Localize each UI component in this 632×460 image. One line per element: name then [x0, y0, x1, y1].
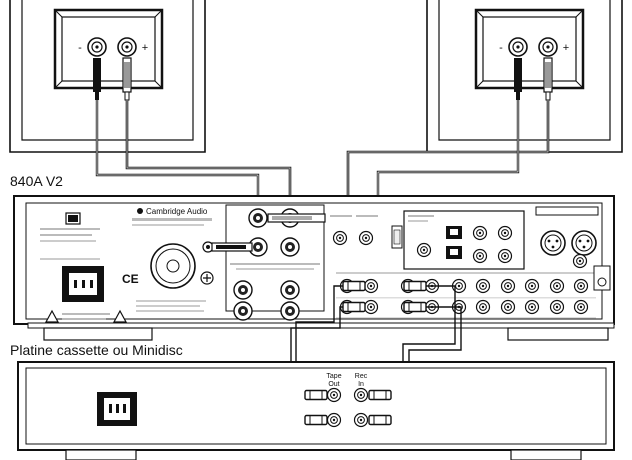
deck-rec-in-jack-bottom[interactable]	[353, 412, 369, 428]
xlr-jack-icon[interactable]	[540, 230, 566, 256]
warning-triangle-icon	[44, 300, 206, 323]
ethernet-port-2[interactable]	[446, 246, 462, 259]
right-speaker-binding-post-negative[interactable]	[508, 37, 528, 57]
rca-jack-icon[interactable]	[572, 253, 588, 269]
right-speaker-binding-post-positive[interactable]	[538, 37, 558, 57]
deck-plug-in-top	[368, 389, 392, 401]
amp-speaker-plug-left	[211, 242, 253, 252]
right-speaker-terminal-plate	[474, 8, 585, 90]
tape-out-label-text-2: Out	[328, 381, 339, 388]
left-speaker-binding-post-positive[interactable]	[117, 37, 137, 57]
amp-tape-plug-4	[403, 301, 427, 313]
left-speaker-terminal-plate	[53, 8, 164, 90]
ce-mark: CE	[122, 272, 139, 286]
deck-rec-in-jack-top[interactable]	[353, 387, 369, 403]
amp-tape-plug-2	[342, 301, 366, 313]
amp-b-post-1[interactable]	[233, 280, 253, 300]
rs232-port[interactable]	[391, 225, 403, 249]
rca-jack-icon[interactable]	[500, 299, 516, 315]
rca-jack-icon[interactable]	[549, 299, 565, 315]
control-jack-2[interactable]	[497, 225, 513, 241]
deck-tape-out-jack-top[interactable]	[326, 387, 342, 403]
xlr-input-panel	[535, 206, 599, 256]
rca-jack-icon[interactable]	[524, 299, 540, 315]
left-speaker-plug-black	[93, 58, 101, 100]
amplifier-model-label: 840A V2	[10, 173, 63, 189]
left-speaker-plus-mark: +	[142, 42, 148, 54]
left-speaker-binding-post-negative[interactable]	[87, 37, 107, 57]
control-jack-1[interactable]	[472, 225, 488, 241]
right-speaker-minus-mark: -	[499, 42, 503, 54]
control-jack-5[interactable]	[416, 242, 432, 258]
rca-jack-icon[interactable]	[475, 278, 491, 294]
rca-jack-icon[interactable]	[500, 278, 516, 294]
control-jack-4[interactable]	[497, 248, 513, 264]
rca-input-bank	[336, 253, 611, 319]
amp-right-post-positive[interactable]	[248, 208, 268, 228]
deck-iec-power-inlet-icon[interactable]	[97, 392, 137, 426]
rca-jack-icon[interactable]	[363, 299, 379, 315]
preamp-out-jack-2[interactable]	[358, 230, 374, 246]
ground-terminal[interactable]	[593, 265, 611, 291]
right-speaker-plug-grey	[543, 57, 553, 101]
amp-b-post-2[interactable]	[280, 280, 300, 300]
amp-left-post-negative[interactable]	[280, 237, 300, 257]
control-jack-3[interactable]	[472, 248, 488, 264]
right-speaker-plus-mark: +	[563, 42, 569, 54]
rca-jack-icon[interactable]	[549, 278, 565, 294]
iec-power-inlet-icon[interactable]	[62, 266, 104, 302]
svg-text:Cambridge Audio: Cambridge Audio	[146, 207, 208, 216]
tape-out-label-text: Tape	[326, 373, 341, 380]
amp-tape-plug-3	[403, 280, 427, 292]
deck-plug-out-bottom	[304, 414, 328, 426]
amp-brand-badge: Cambridge Audio	[132, 207, 212, 226]
rca-jack-icon[interactable]	[475, 299, 491, 315]
rec-in-label-text: Rec	[355, 373, 368, 380]
amplifier-840a: Cambridge Audio CE	[13, 195, 615, 341]
amp-b-post-4[interactable]	[280, 301, 300, 321]
amp-speaker-plug-right	[267, 213, 326, 223]
rca-jack-icon[interactable]	[524, 278, 540, 294]
rca-jack-icon[interactable]	[363, 278, 379, 294]
cassette-deck: Tape Out Rec In	[17, 361, 615, 460]
ethernet-port-1[interactable]	[446, 226, 462, 239]
deck-plug-out-top	[304, 389, 328, 401]
left-speaker: - +	[9, 0, 206, 153]
ground-screw-icon[interactable]	[200, 271, 214, 285]
amp-tape-plug-1	[342, 280, 366, 292]
amp-speaker-posts	[225, 204, 325, 321]
left-speaker-plug-grey	[122, 57, 132, 101]
deck-tape-out-jack-bottom[interactable]	[326, 412, 342, 428]
cassette-deck-label: Platine cassette ou Minidisc	[10, 342, 183, 358]
control-panel-block	[403, 210, 525, 270]
amp-power-switch[interactable]	[65, 212, 81, 225]
deck-plug-in-bottom	[368, 414, 392, 426]
preamp-out-jack-1[interactable]	[332, 230, 348, 246]
right-speaker: - +	[426, 0, 623, 153]
xlr-jack-icon-2[interactable]	[571, 230, 597, 256]
rca-jack-icon[interactable]	[573, 278, 589, 294]
left-speaker-minus-mark: -	[78, 42, 82, 54]
amp-round-grille	[150, 243, 196, 289]
rec-in-label-text-2: In	[358, 381, 364, 388]
right-speaker-plug-black	[514, 58, 522, 100]
amp-b-post-3[interactable]	[233, 301, 253, 321]
rca-jack-icon[interactable]	[573, 299, 589, 315]
